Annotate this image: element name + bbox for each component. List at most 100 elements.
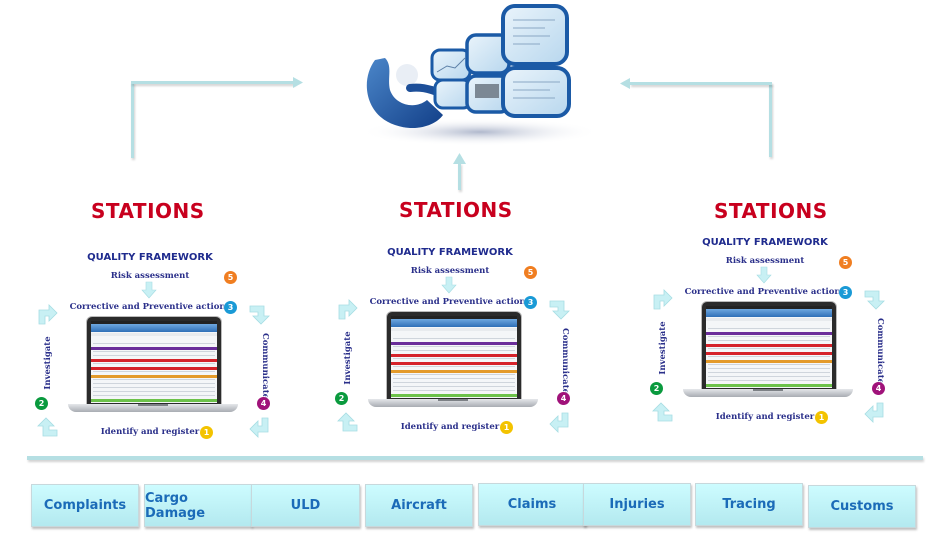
step-risk-assessment: Risk assessment (110, 271, 190, 281)
arrow-left-icon (620, 78, 630, 89)
screen-group-purple (91, 347, 217, 350)
laptop-screenshot (368, 311, 538, 413)
laptop-screen (91, 321, 217, 403)
screen-row (393, 390, 515, 391)
step-risk-assessment: Risk assessment (410, 266, 490, 276)
cycle-arrow-top-left-icon (38, 304, 58, 325)
quality-framework-1: QUALITY FRAMEWORK Risk assessment 5 Corr… (30, 240, 280, 450)
laptop-screen (706, 306, 832, 388)
step-badge-1: 1 (500, 421, 513, 434)
step-corrective-preventive: Corrective and Preventive actions (69, 302, 231, 312)
step-badge-1: 1 (200, 426, 213, 439)
cycle-arrow-bottom-left-icon (652, 402, 673, 422)
screen-group-red (706, 344, 832, 347)
arrow-down-icon (441, 276, 457, 294)
screen-row (393, 346, 515, 347)
category-tracing[interactable]: Tracing (695, 483, 803, 526)
step-badge-5: 5 (224, 271, 237, 284)
step-communicate: Communicate (260, 333, 270, 400)
screen-row (93, 391, 215, 392)
step-investigate: Investigate (658, 321, 668, 375)
screen-row (708, 340, 830, 341)
framework-title: QUALITY FRAMEWORK (387, 247, 513, 258)
step-badge-2: 2 (650, 382, 663, 395)
laptop-screenshot (68, 316, 238, 418)
screen-row (393, 350, 515, 351)
step-badge-3: 3 (524, 296, 537, 309)
screen-tabs (706, 318, 832, 321)
screen-row (708, 364, 830, 365)
laptop-lid (701, 301, 837, 391)
category-customs[interactable]: Customs (808, 485, 916, 528)
category-uld[interactable]: ULD (251, 484, 360, 527)
laptop-screen (391, 316, 517, 398)
screen-row (93, 343, 215, 344)
quality-framework-3: QUALITY FRAMEWORK Risk assessment 5 Corr… (645, 225, 895, 435)
screen-group-red (391, 354, 517, 357)
category-injuries[interactable]: Injuries (583, 483, 691, 526)
screen-row (93, 387, 215, 388)
screen-group-orange (91, 375, 217, 378)
station-title-2: STATIONS (399, 198, 513, 222)
category-complaints[interactable]: Complaints (31, 484, 139, 527)
screen-group-red (91, 359, 217, 362)
laptop-lid (386, 311, 522, 401)
screen-row (708, 328, 830, 329)
screen-row (708, 356, 830, 357)
laptop-notch (438, 399, 468, 401)
cycle-arrow-top-right-icon (249, 305, 270, 325)
step-investigate: Investigate (343, 331, 353, 385)
screen-tabs (391, 328, 517, 331)
screen-row (708, 372, 830, 373)
user-screens-illustration-icon (360, 4, 600, 146)
step-badge-5: 5 (839, 256, 852, 269)
step-badge-4: 4 (872, 382, 885, 395)
divider-line (27, 456, 923, 460)
screen-group-green (391, 394, 517, 397)
screen-group-red-2 (91, 367, 217, 370)
station-title-3: STATIONS (714, 199, 828, 223)
arrow-up-icon (453, 153, 466, 164)
screen-row (93, 363, 215, 364)
cycle-arrow-bottom-left-icon (337, 412, 358, 432)
step-communicate: Communicate (875, 318, 885, 385)
laptop-screenshot (683, 301, 853, 403)
screen-row (393, 374, 515, 375)
screen-row (393, 366, 515, 367)
screen-row (708, 348, 830, 349)
connector-right-horizontal (630, 82, 772, 85)
screen-row (93, 371, 215, 372)
screen-toolbar (706, 309, 832, 317)
screen-group-orange (391, 370, 517, 373)
screen-group-green (706, 384, 832, 387)
screen-group-orange (706, 360, 832, 363)
quality-framework-2: QUALITY FRAMEWORK Risk assessment 5 Corr… (330, 235, 580, 445)
step-badge-1: 1 (815, 411, 828, 424)
step-badge-2: 2 (335, 392, 348, 405)
category-aircraft[interactable]: Aircraft (365, 484, 473, 527)
category-cargo-damage[interactable]: Cargo Damage (144, 484, 252, 527)
screen-topbar (391, 316, 517, 319)
cycle-arrow-top-right-icon (549, 300, 570, 320)
step-corrective-preventive: Corrective and Preventive actions (369, 297, 531, 307)
connector-left-horizontal (131, 81, 295, 84)
cycle-arrow-bottom-right-icon (249, 417, 269, 438)
screen-row (393, 386, 515, 387)
step-corrective-preventive: Corrective and Preventive actions (684, 287, 846, 297)
step-badge-2: 2 (35, 397, 48, 410)
screen-group-green (91, 399, 217, 402)
hub-illustration (355, 0, 605, 150)
laptop-base (368, 399, 538, 407)
connector-left-vertical (131, 82, 134, 158)
screen-row (393, 358, 515, 359)
step-badge-5: 5 (524, 266, 537, 279)
screen-tabs (91, 333, 217, 336)
screen-row (708, 380, 830, 381)
screen-row (393, 382, 515, 383)
step-identify-register: Identify and register (100, 427, 200, 437)
screen-topbar (91, 321, 217, 324)
screen-row (93, 383, 215, 384)
screen-row (708, 336, 830, 337)
category-claims[interactable]: Claims (478, 483, 586, 526)
screen-topbar (706, 306, 832, 309)
